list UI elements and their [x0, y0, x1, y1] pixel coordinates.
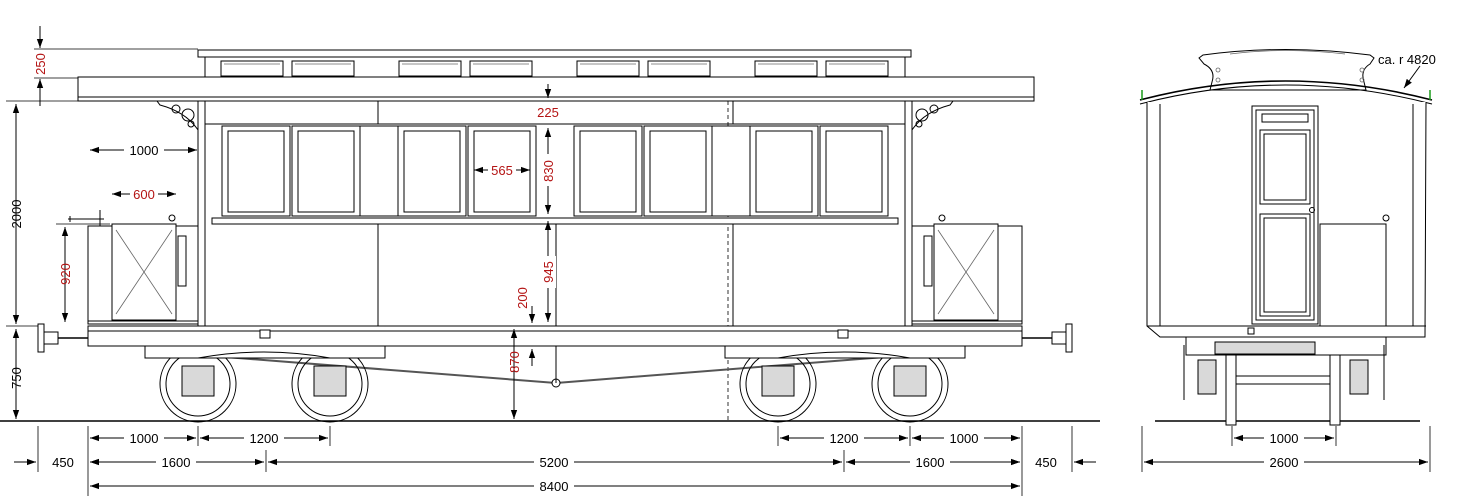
dim-body-width: 2600: [1270, 455, 1299, 470]
dim-window-height: 830: [541, 160, 556, 182]
dim-wall-below-window: 945: [541, 261, 556, 283]
window-pane: [755, 130, 813, 213]
dim-bogie-offset-right: 1600: [916, 455, 945, 470]
end-wheelset: [1183, 345, 1385, 426]
dim-end-overhang-left: 450: [52, 455, 74, 470]
end-door-window: [1259, 129, 1311, 205]
dim-window-width: 565: [491, 163, 513, 178]
end-view: 1000 2600 ca. r 4820: [1139, 49, 1436, 472]
dim-body-height: 2000: [9, 200, 24, 229]
window-belt: [211, 217, 899, 225]
dim-platform-length-left: 1000: [130, 431, 159, 446]
dim-platform-box-width: 600: [133, 187, 155, 202]
dim-bogie-offset-left: 1600: [162, 455, 191, 470]
dim-frame-depth: 200: [515, 287, 530, 309]
dim-platform-top-length: 1000: [130, 143, 159, 158]
roof-radius-label: ca. r 4820: [1378, 52, 1436, 67]
lantern-window: [647, 60, 711, 77]
lantern-windows: [220, 60, 889, 77]
dim-platform-length-right: 1000: [950, 431, 979, 446]
wheelset-2: [291, 345, 369, 423]
dim-overall-length: 8400: [540, 479, 569, 494]
end-door-transom: [1261, 113, 1309, 123]
lantern-window: [291, 60, 355, 77]
buffer-left: [37, 323, 88, 353]
wheelset-4: [871, 345, 949, 423]
lantern-window: [754, 60, 818, 77]
window-frame: [711, 125, 751, 217]
dim-lantern-to-window: 225: [537, 105, 559, 120]
lantern-window: [576, 60, 640, 77]
lamp-icon: [938, 214, 946, 222]
dim-floor-height: 870: [507, 351, 522, 373]
dim-end-overhang-right: 450: [1035, 455, 1057, 470]
dim-platform-box-height: 920: [58, 263, 73, 285]
dim-end-axle-spacing: 1000: [1270, 431, 1299, 446]
window-pane: [403, 130, 461, 213]
lantern-window: [469, 60, 533, 77]
dim-axle-spacing-right: 1200: [830, 431, 859, 446]
window-frame: [359, 125, 399, 217]
roof-lantern-top: [197, 49, 912, 58]
dim-frame-height: 750: [9, 367, 24, 389]
end-door-panel: [1259, 213, 1311, 317]
side-view: [0, 49, 1100, 423]
window-pane: [579, 130, 637, 213]
side-view-dimensions: 250 2000 750 920 1000 600 225 565 830: [6, 26, 1096, 496]
platform-left: [68, 210, 199, 325]
lantern-window: [825, 60, 889, 77]
lantern-end-profile: [1198, 49, 1375, 91]
dim-wheelbase-center: 5200: [540, 455, 569, 470]
lantern-window: [220, 60, 284, 77]
end-roof-arc: [1139, 80, 1433, 101]
underframe: [87, 325, 1023, 347]
roof-bracket-left: [156, 100, 199, 132]
window-pane: [825, 130, 883, 213]
roof-bracket-right: [911, 100, 954, 132]
window-pane: [297, 130, 355, 213]
brake-handle-icon: [68, 210, 104, 226]
side-windows: [221, 125, 889, 217]
dim-roof-lantern-height: 250: [33, 53, 48, 75]
window-pane: [649, 130, 707, 213]
wheelset-3: [739, 345, 817, 423]
lantern-window: [398, 60, 462, 77]
dim-axle-spacing-left: 1200: [250, 431, 279, 446]
window-pane: [227, 130, 285, 213]
platform-right: [911, 214, 1023, 325]
lamp-icon: [1382, 214, 1390, 222]
buffer-right: [1022, 323, 1073, 353]
lamp-icon: [168, 214, 176, 222]
